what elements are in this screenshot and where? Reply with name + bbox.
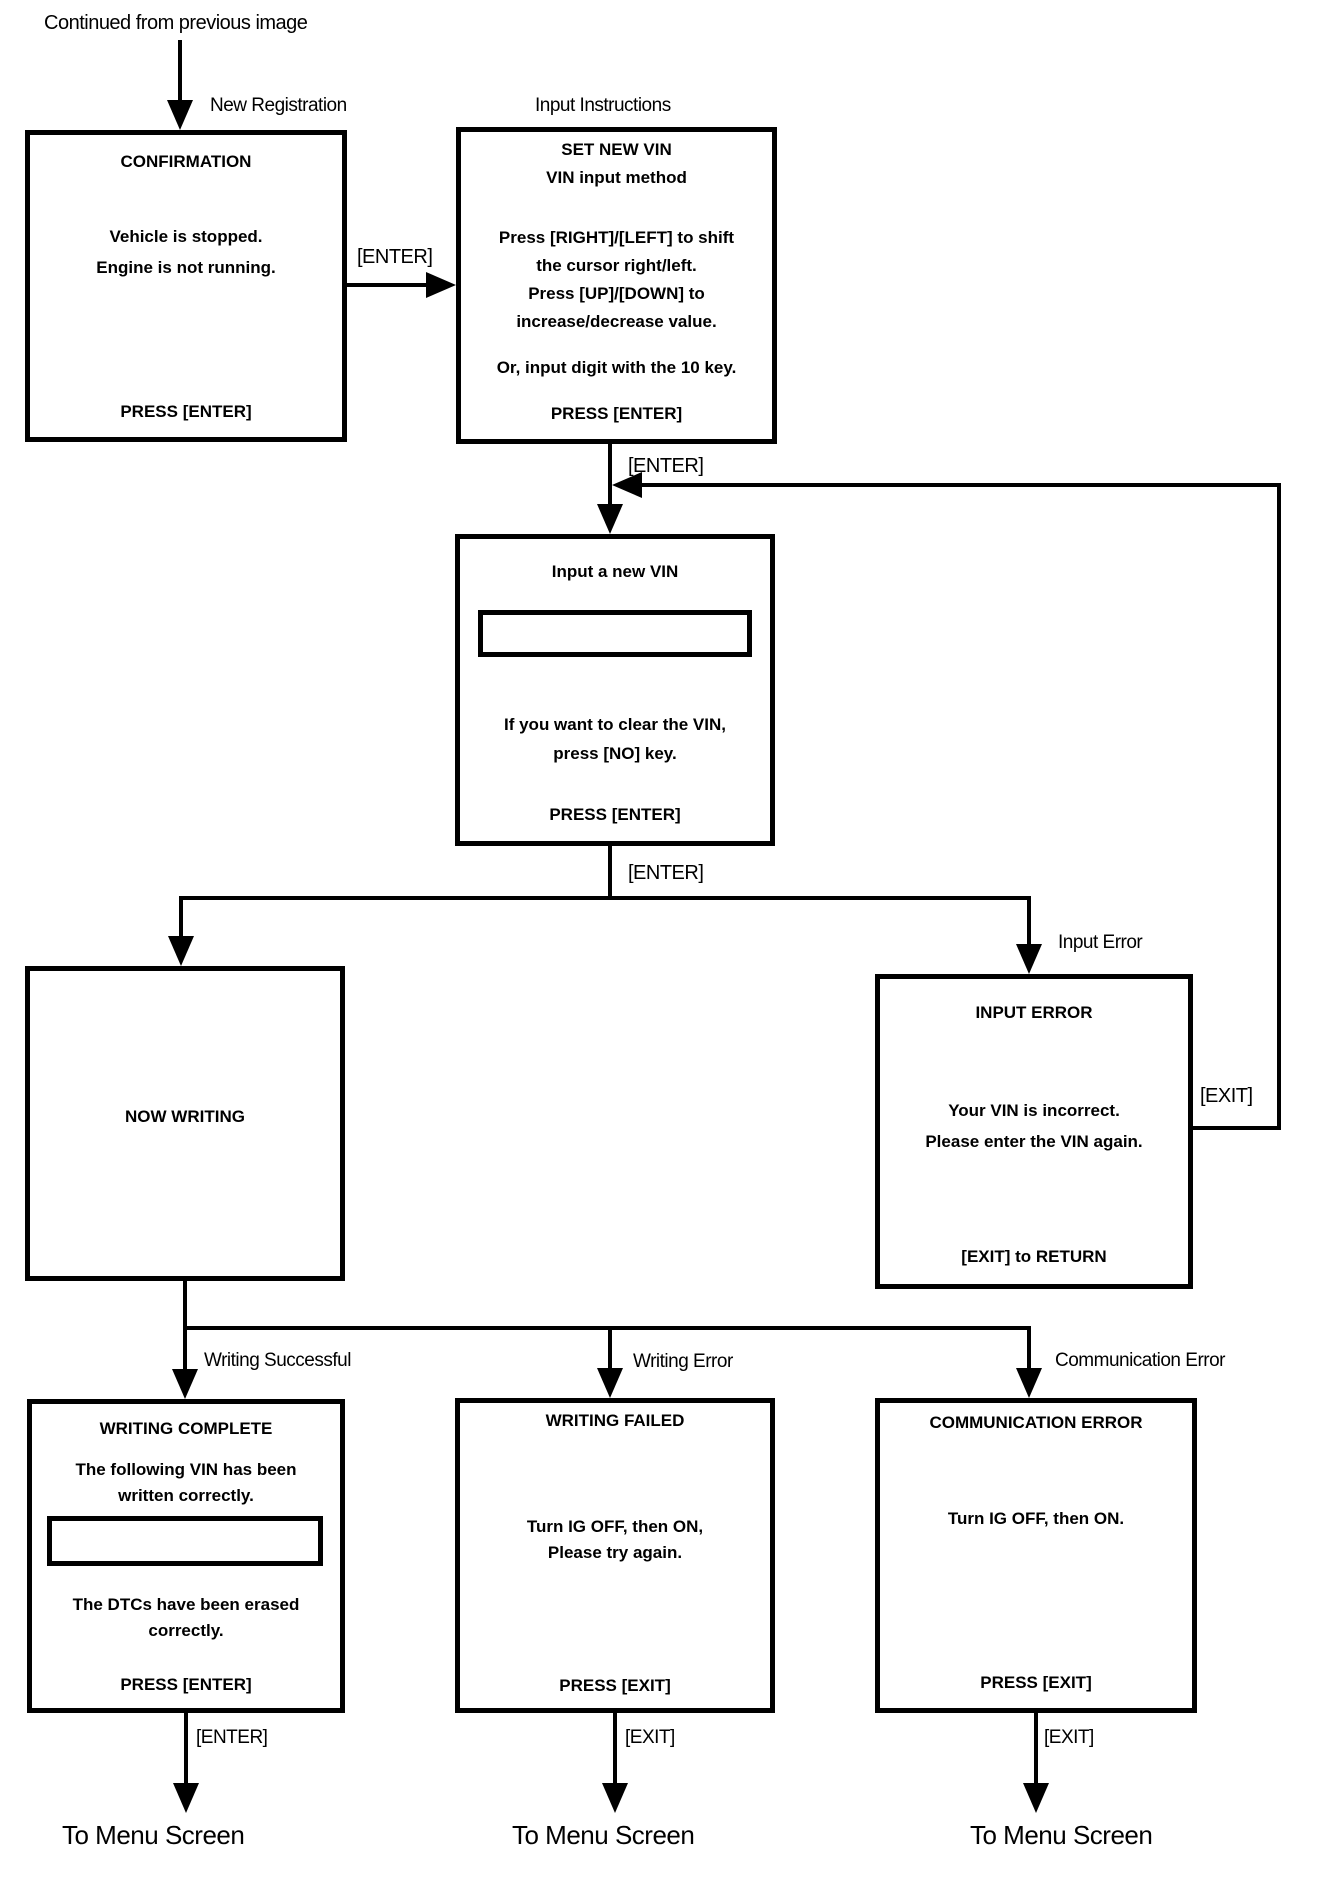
connector-branch-success [183,1326,187,1370]
connector-input-to-split [608,846,612,900]
connector-top-entry [178,40,182,104]
screen-body-line: Your VIN is incorrect. [948,1101,1120,1120]
screen-note-line: Or, input digit with the 10 key. [496,358,737,377]
screen-writing-complete: WRITING COMPLETE The following VIN has b… [27,1399,345,1713]
branch-label-new-registration: New Registration [210,95,347,116]
screen-footer: PRESS [ENTER] [120,402,252,421]
connector-confirmation-to-instructions [347,283,430,287]
screen-title: CONFIRMATION [120,152,252,171]
edge-label-exit: [EXIT] [1044,1727,1094,1748]
screen-body-line: Please try again. [547,1543,683,1562]
connector-split-horizontal [179,896,1031,900]
arrowhead-loop-return [612,472,642,498]
arrowhead-menu-right [1023,1783,1049,1813]
connector-loop-exit [1193,1126,1281,1130]
screen-title: Input a new VIN [551,562,679,581]
edge-label-exit: [EXIT] [1200,1085,1253,1107]
screen-body-line: correctly. [148,1621,224,1640]
screen-title-line2: VIN input method [546,168,687,187]
connector-bottom-split-horizontal [183,1326,1031,1330]
vin-result-field [47,1516,323,1566]
screen-body-line: increase/decrease value. [516,312,717,331]
connector-loop-right [1277,483,1281,1130]
screen-body-line: Vehicle is stopped. [109,227,263,246]
screen-body-line: press [NO] key. [553,744,677,763]
vin-input-field [478,610,752,657]
screen-title: INPUT ERROR [975,1003,1093,1022]
branch-label-input-instructions: Input Instructions [535,95,671,116]
branch-label-input-error: Input Error [1058,932,1143,953]
screen-body-line: Turn IG OFF, then ON. [947,1509,1125,1528]
edge-label-enter: [ENTER] [357,246,433,268]
arrowhead-to-input-vin [597,504,623,534]
continued-from-label: Continued from previous image [44,12,308,34]
screen-body-line: The following VIN has been [75,1460,297,1479]
screen-body-line: Press [UP]/[DOWN] to [528,284,705,303]
screen-body-line: the cursor right/left. [536,256,697,275]
arrowhead-to-writing-failed [597,1368,623,1398]
to-menu-screen-label: To Menu Screen [62,1820,245,1850]
screen-body-line: If you want to clear the VIN, [504,715,726,734]
connector-loop-top [640,483,1281,487]
screen-body-line: The DTCs have been erased [72,1595,300,1614]
arrowhead-to-communication-error [1016,1368,1042,1398]
screen-title: SET NEW VIN [561,140,672,159]
screen-footer: [EXIT] to RETURN [961,1247,1107,1266]
connector-branch-comm-error [1027,1326,1031,1370]
connector-instructions-to-input [608,444,612,508]
connector-split-left [179,896,183,938]
screen-communication-error: COMMUNICATION ERROR Turn IG OFF, then ON… [875,1398,1197,1713]
screen-footer: PRESS [EXIT] [980,1673,1092,1692]
to-menu-screen-label: To Menu Screen [512,1820,695,1850]
edge-label-enter: [ENTER] [628,455,704,477]
screen-title: WRITING FAILED [545,1411,685,1430]
connector-branch-writing-error [608,1326,612,1370]
screen-title: WRITING COMPLETE [99,1419,273,1438]
screen-title: NOW WRITING [125,1107,245,1126]
connector-split-right [1027,896,1031,946]
connector-failed-to-menu [613,1713,617,1785]
screen-body-line: Press [RIGHT]/[LEFT] to shift [498,228,735,247]
branch-label-writing-successful: Writing Successful [204,1350,351,1371]
branch-label-communication-error: Communication Error [1055,1350,1226,1371]
screen-body-line: written correctly. [118,1486,254,1505]
edge-label-enter: [ENTER] [628,862,704,884]
arrowhead-menu-middle [602,1783,628,1813]
screen-now-writing: NOW WRITING [25,966,345,1281]
screen-input-error: INPUT ERROR Your VIN is incorrect. Pleas… [875,974,1193,1289]
to-menu-screen-label: To Menu Screen [970,1820,1153,1850]
screen-input-new-vin: Input a new VIN If you want to clear the… [455,534,775,846]
arrowhead-menu-left [173,1783,199,1813]
arrowhead-top-entry [167,100,193,130]
screen-body-line: Please enter the VIN again. [925,1132,1143,1151]
screen-footer: PRESS [ENTER] [120,1675,252,1694]
screen-footer: PRESS [ENTER] [549,805,681,824]
screen-set-new-vin: SET NEW VIN VIN input method Press [RIGH… [456,127,777,444]
screen-body-line: Turn IG OFF, then ON, [526,1517,704,1536]
screen-footer: PRESS [ENTER] [550,404,683,423]
screen-title: COMMUNICATION ERROR [929,1413,1143,1432]
arrowhead-to-now-writing [168,936,194,966]
connector-commerror-to-menu [1034,1713,1038,1785]
arrowhead-to-writing-complete [172,1369,198,1399]
branch-label-writing-error: Writing Error [633,1351,733,1372]
screen-footer: PRESS [EXIT] [559,1676,671,1695]
arrowhead-to-instructions [426,272,456,298]
connector-writing-to-split [183,1281,187,1330]
connector-complete-to-menu [184,1713,188,1785]
screen-confirmation: CONFIRMATION Vehicle is stopped. Engine … [25,130,347,442]
screen-body-line: Engine is not running. [96,258,276,277]
edge-label-exit: [EXIT] [625,1727,675,1748]
screen-writing-failed: WRITING FAILED Turn IG OFF, then ON, Ple… [455,1398,775,1713]
arrowhead-to-input-error [1016,944,1042,974]
edge-label-enter: [ENTER] [196,1727,268,1748]
